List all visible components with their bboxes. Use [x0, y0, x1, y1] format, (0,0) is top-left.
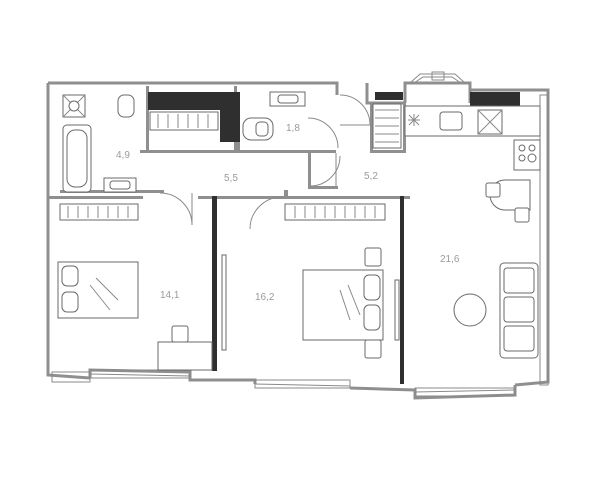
- area-label-bathroom: 4,9: [116, 150, 130, 161]
- living-fixtures: [453, 262, 539, 359]
- area-label-bedroom-right: 16,2: [255, 292, 275, 303]
- bathroom-fixtures: [62, 91, 306, 193]
- closet-hangers: [59, 103, 402, 221]
- area-label-kitchen-living: 21,6: [440, 254, 460, 265]
- area-label-hall: 5,5: [224, 173, 238, 184]
- area-label-wc: 1,8: [286, 123, 300, 134]
- area-labels: 4,9 1,8 5,5 5,2 14,1 16,2 21,6: [116, 123, 460, 303]
- windows: [51, 71, 549, 397]
- kitchen-fixtures: [404, 105, 541, 223]
- doors: [159, 94, 371, 230]
- area-label-corridor: 5,2: [364, 171, 378, 182]
- bedroom-fixtures: [57, 247, 400, 371]
- area-label-bedroom-left: 14,1: [160, 290, 180, 301]
